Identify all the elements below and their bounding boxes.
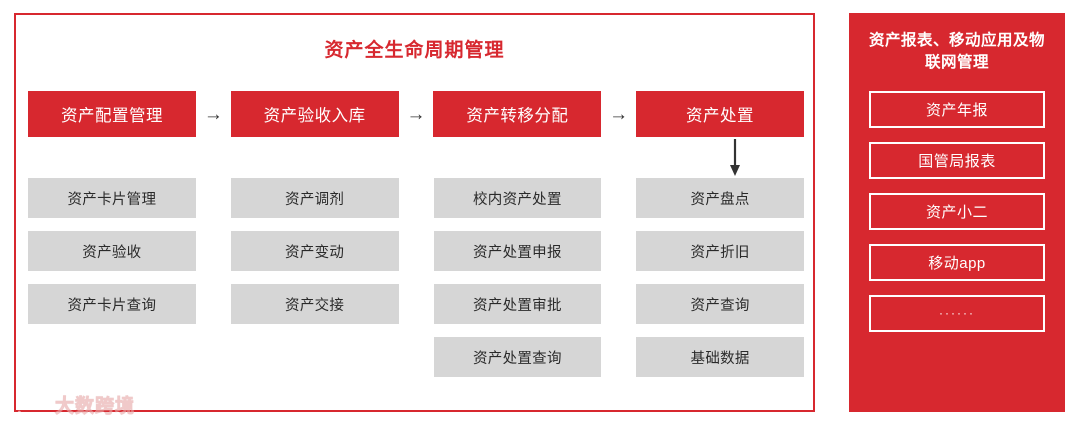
list-item[interactable]: 资产盘点 [636,178,804,218]
side-item-mobile-app[interactable]: 移动app [869,243,1045,281]
column-acceptance-storage: 资产调剂 资产变动 资产交接 [230,178,399,377]
column-config-management: 资产卡片管理 资产验收 资产卡片查询 [28,178,196,377]
list-item[interactable]: 资产调剂 [230,178,399,218]
stage-box-4[interactable]: 资产处置 [636,91,805,137]
list-item[interactable]: 资产处置查询 [433,337,602,377]
side-panel-title: 资产报表、移动应用及物联网管理 [869,32,1046,72]
side-item-more[interactable]: ······ [869,294,1045,332]
list-item[interactable]: 校内资产处置 [433,178,602,218]
list-item[interactable]: 基础数据 [636,337,804,377]
side-item-bureau-report[interactable]: 国管局报表 [869,141,1045,179]
stage-box-3[interactable]: 资产转移分配 [433,91,602,137]
sub-item-columns: 资产卡片管理 资产验收 资产卡片查询 资产调剂 资产变动 资产交接 校内资产处置… [28,178,804,377]
flow-arrow-right-icon-2: → [406,103,426,125]
stage-box-2[interactable]: 资产验收入库 [230,91,399,137]
side-panel-items: 资产年报 国管局报表 资产小二 移动app ······ [869,90,1045,332]
list-item[interactable]: 资产折旧 [636,231,804,271]
list-item[interactable]: 资产查询 [636,284,804,324]
list-item[interactable]: 资产卡片管理 [28,178,196,218]
column-disposal: 资产盘点 资产折旧 资产查询 基础数据 [636,178,804,377]
flow-arrow-right-icon-1: → [203,103,223,125]
lifecycle-panel: 资产全生命周期管理 资产配置管理 → 资产验收入库 → 资产转移分配 → 资产处… [14,13,815,412]
list-item[interactable]: 资产验收 [28,231,196,271]
list-item[interactable]: 资产处置申报 [433,231,602,271]
flow-arrow-down-icon [730,139,740,176]
stage-flow-row: 资产配置管理 → 资产验收入库 → 资产转移分配 → 资产处置 [28,91,805,137]
side-item-annual-report[interactable]: 资产年报 [869,90,1045,128]
list-item[interactable]: 资产处置审批 [433,284,602,324]
reports-mobile-iot-panel: 资产报表、移动应用及物联网管理 资产年报 国管局报表 资产小二 移动app ··… [849,13,1065,412]
list-item[interactable]: 资产卡片查询 [28,284,196,324]
list-item[interactable]: 资产变动 [230,231,399,271]
column-transfer-allocation: 校内资产处置 资产处置申报 资产处置审批 资产处置查询 [433,178,602,377]
list-item[interactable]: 资产交接 [230,284,399,324]
side-item-asset-assistant[interactable]: 资产小二 [869,192,1045,230]
page-title: 资产全生命周期管理 [324,40,505,61]
stage-box-1[interactable]: 资产配置管理 [28,91,196,137]
flow-arrow-right-icon-3: → [609,103,629,125]
